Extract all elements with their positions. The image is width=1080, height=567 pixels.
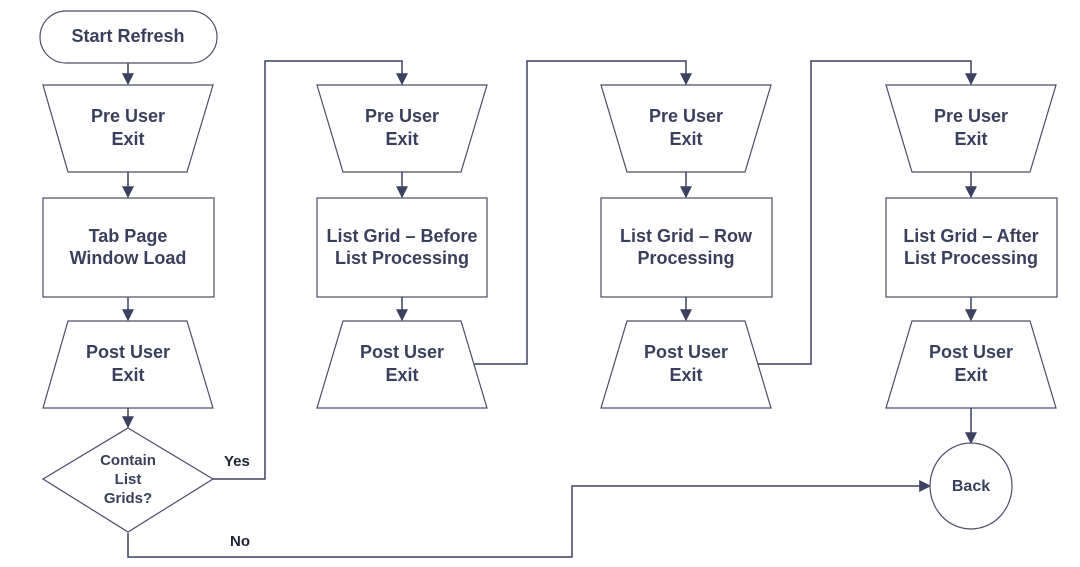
decision-line1: Contain bbox=[100, 452, 156, 469]
edge-label-no: No bbox=[230, 533, 250, 550]
tab-page-window-load-line2: Window Load bbox=[70, 248, 187, 268]
start-label: Start Refresh bbox=[71, 26, 184, 46]
pre-user-exit-2-line1: Pre User bbox=[365, 106, 439, 126]
post-user-exit-3-line1: Post User bbox=[644, 342, 728, 362]
post-user-exit-4-line1: Post User bbox=[929, 342, 1013, 362]
decision-line3: Grids? bbox=[104, 490, 152, 507]
edge-post2-to-pre3 bbox=[472, 60, 692, 365]
pre-user-exit-3-line1: Pre User bbox=[649, 106, 723, 126]
contain-list-grids-decision: Contain List Grids? bbox=[41, 427, 215, 533]
post-user-exit-1-line2: Exit bbox=[111, 365, 144, 385]
tab-page-window-load: Tab Page Window Load bbox=[42, 197, 215, 298]
post-user-exit-1: Post User Exit bbox=[42, 320, 214, 409]
back-terminal: Back bbox=[929, 442, 1013, 530]
post-user-exit-2-line1: Post User bbox=[360, 342, 444, 362]
back-label: Back bbox=[952, 478, 990, 495]
start-terminal: Start Refresh bbox=[39, 10, 218, 64]
post-user-exit-2: Post User Exit bbox=[316, 320, 488, 409]
list-grid-after-line1: List Grid – After bbox=[903, 226, 1038, 246]
tab-page-window-load-line1: Tab Page bbox=[89, 226, 168, 246]
list-grid-before-line1: List Grid – Before bbox=[326, 226, 477, 246]
post-user-exit-4: Post User Exit bbox=[885, 320, 1057, 409]
list-grid-row-line1: List Grid – Row bbox=[620, 226, 753, 246]
list-grid-row-processing: List Grid – Row Processing bbox=[600, 197, 773, 298]
post-user-exit-1-line1: Post User bbox=[86, 342, 170, 362]
post-user-exit-2-line2: Exit bbox=[385, 365, 418, 385]
pre-user-exit-1-line1: Pre User bbox=[91, 106, 165, 126]
pre-user-exit-4: Pre User Exit bbox=[885, 84, 1057, 173]
pre-user-exit-1-line2: Exit bbox=[111, 129, 144, 149]
list-grid-after-line2: List Processing bbox=[904, 248, 1038, 268]
list-grid-before-processing: List Grid – Before List Processing bbox=[316, 197, 488, 298]
list-grid-row-line2: Processing bbox=[637, 248, 734, 268]
edge-decision-yes-to-pre2 bbox=[213, 60, 408, 480]
edge-decision-no-to-back bbox=[127, 480, 932, 558]
edge-post3-to-pre4 bbox=[757, 60, 977, 365]
post-user-exit-3: Post User Exit bbox=[600, 320, 772, 409]
pre-user-exit-2: Pre User Exit bbox=[316, 84, 488, 173]
post-user-exit-3-line2: Exit bbox=[669, 365, 702, 385]
list-grid-before-line2: List Processing bbox=[335, 248, 469, 268]
pre-user-exit-3: Pre User Exit bbox=[600, 84, 772, 173]
pre-user-exit-1: Pre User Exit bbox=[42, 84, 214, 173]
list-grid-after-processing: List Grid – After List Processing bbox=[885, 197, 1058, 298]
decision-line2: List bbox=[115, 471, 142, 488]
edge-label-yes: Yes bbox=[224, 453, 250, 470]
pre-user-exit-4-line1: Pre User bbox=[934, 106, 1008, 126]
connectors bbox=[122, 60, 977, 558]
pre-user-exit-4-line2: Exit bbox=[954, 129, 987, 149]
post-user-exit-4-line2: Exit bbox=[954, 365, 987, 385]
pre-user-exit-2-line2: Exit bbox=[385, 129, 418, 149]
pre-user-exit-3-line2: Exit bbox=[669, 129, 702, 149]
